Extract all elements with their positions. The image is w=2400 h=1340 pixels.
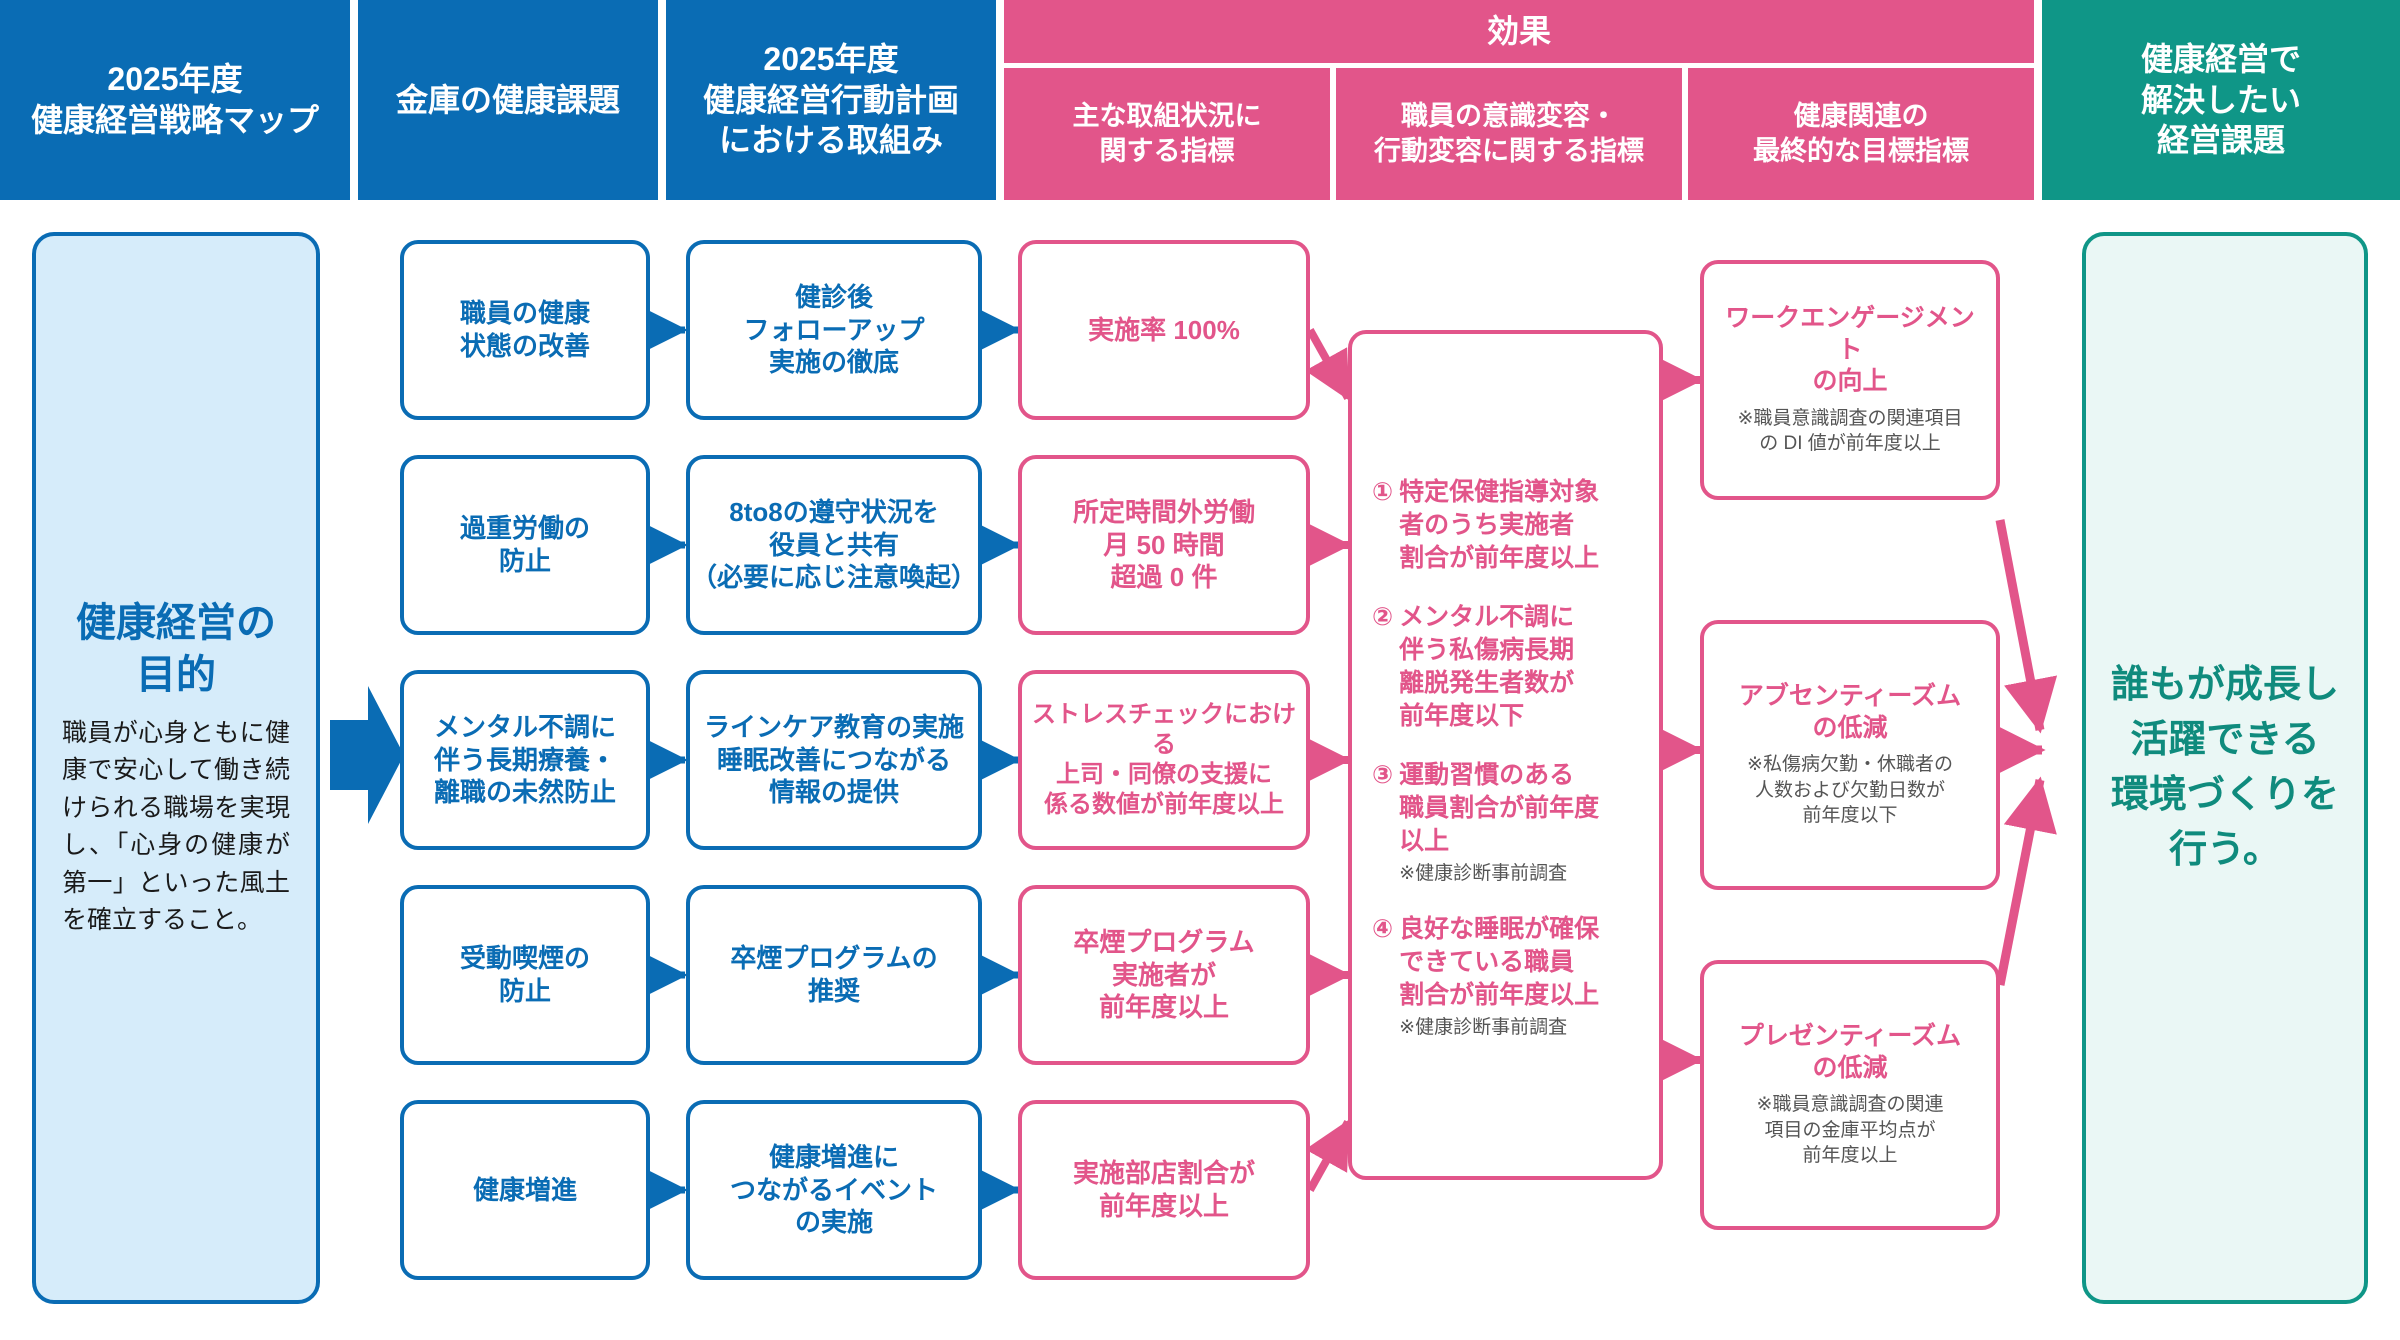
initiative-card-1[interactable]: 健診後 フォローアップ 実施の徹底 [686, 240, 982, 420]
behavior-indicator-number-3: ③ [1372, 761, 1394, 790]
purpose-title: 健康経営の 目的 [76, 600, 276, 697]
final-indicator-card-2[interactable]: アブセンティーズム の低減 ※私傷病欠勤・休職者の 人数および欠勤日数が 前年度… [1700, 620, 2000, 890]
health-issue-card-5[interactable]: 健康増進 [400, 1100, 650, 1280]
health-issue-card-2[interactable]: 過重労働の 防止 [400, 455, 650, 635]
status-indicator-card-5[interactable]: 実施部店割合が 前年度以上 [1018, 1100, 1310, 1280]
final-indicator-note-3: ※職員意識調査の関連 項目の金庫平均点が 前年度以上 [1756, 1094, 1944, 1167]
status-indicator-card-1[interactable]: 実施率 100% [1018, 240, 1310, 420]
behavior-indicator-number-2: ② [1372, 603, 1394, 632]
health-issue-card-1[interactable]: 職員の健康 状態の改善 [400, 240, 650, 420]
behavior-indicator-number-1: ① [1372, 478, 1394, 507]
purpose-to-issues-arrow [330, 680, 404, 830]
final-indicator-title-2: アブセンティーズム の低減 [1738, 682, 1962, 742]
initiative-card-5[interactable]: 健康増進に つながるイベント の実施 [686, 1100, 982, 1280]
final-indicator-note-1: ※職員意識調査の関連項目 の DI 値が前年度以上 [1737, 407, 1963, 455]
final-indicator-card-3[interactable]: プレゼンティーズム の低減 ※職員意識調査の関連 項目の金庫平均点が 前年度以上 [1700, 960, 2000, 1230]
health-issue-card-3[interactable]: メンタル不調に 伴う長期療養・ 離職の未然防止 [400, 670, 650, 850]
final-indicator-note-2: ※私傷病欠勤・休職者の 人数および欠勤日数が 前年度以下 [1747, 754, 1953, 827]
header-effects-group: 効果 [1004, 0, 2034, 63]
final-indicator-title-1: ワークエンゲージメント の向上 [1725, 304, 1975, 396]
header-health-issues: 金庫の健康課題 [358, 0, 658, 200]
initiative-card-2[interactable]: 8to8の遵守状況を 役員と共有 （必要に応じ注意喚起） [686, 455, 982, 635]
business-goal-card[interactable]: 誰もが成長し 活躍できる 環境づくりを 行う。 [2082, 232, 2368, 1304]
initiative-card-3[interactable]: ラインケア教育の実施 睡眠改善につながる 情報の提供 [686, 670, 982, 850]
status-indicator-card-3[interactable]: ストレスチェックにおける 上司・同僚の支援に 係る数値が前年度以上 [1018, 670, 1310, 850]
purpose-body: 職員が心身ともに健康で安心して働き続けられる職場を実現し、「心身の健康が第一」と… [62, 718, 290, 935]
initiative-card-4[interactable]: 卒煙プログラムの 推奨 [686, 885, 982, 1065]
behavior-indicator-text-1: 特定保健指導対象 者のうち実施者 割合が前年度以上 [1399, 478, 1600, 573]
final-indicator-card-1[interactable]: ワークエンゲージメント の向上 ※職員意識調査の関連項目 の DI 値が前年度以… [1700, 260, 2000, 500]
behavior-indicator-note-3: ※健康診断事前調査 [1399, 863, 1568, 885]
header-awareness-behavior-indicator: 職員の意識変容・ 行動変容に関する指標 [1336, 68, 1682, 200]
behavior-indicator-text-2: メンタル不調に 伴う私傷病長期 離脱発生者数が 前年度以下 [1399, 603, 1575, 731]
behavior-indicator-item-4: ④ 良好な睡眠が確保 できている職員 割合が前年度以上 ※健康診断事前調査 [1372, 913, 1641, 1040]
behavior-indicator-item-1: ① 特定保健指導対象 者のうち実施者 割合が前年度以上 [1372, 476, 1641, 575]
header-strategy-map: 2025年度 健康経営戦略マップ [0, 0, 350, 200]
header-business-goal: 健康経営で 解決したい 経営課題 [2042, 0, 2400, 200]
final-indicator-title-3: プレゼンティーズム の低減 [1738, 1022, 1962, 1082]
behavior-indicator-card[interactable]: ① 特定保健指導対象 者のうち実施者 割合が前年度以上 ② メンタル不調に 伴う… [1348, 330, 1663, 1180]
purpose-card: 健康経営の 目的 職員が心身ともに健康で安心して働き続けられる職場を実現し、「心… [32, 232, 320, 1304]
header-final-health-indicator: 健康関連の 最終的な目標指標 [1688, 68, 2034, 200]
behavior-indicator-text-4: 良好な睡眠が確保 できている職員 割合が前年度以上 [1399, 914, 1600, 1009]
status-indicator-card-2[interactable]: 所定時間外労働 月 50 時間 超過 0 件 [1018, 455, 1310, 635]
status-indicator-card-4[interactable]: 卒煙プログラム 実施者が 前年度以上 [1018, 885, 1310, 1065]
header-initiative-status-indicator: 主な取組状況に 関する指標 [1004, 68, 1330, 200]
behavior-indicator-number-4: ④ [1372, 914, 1394, 943]
behavior-indicator-item-2: ② メンタル不調に 伴う私傷病長期 離脱発生者数が 前年度以下 [1372, 601, 1641, 733]
behavior-indicator-item-3: ③ 運動習慣のある 職員割合が前年度 以上 ※健康診断事前調査 [1372, 759, 1641, 886]
behavior-indicator-text-3: 運動習慣のある 職員割合が前年度 以上 [1399, 761, 1600, 856]
health-issue-card-4[interactable]: 受動喫煙の 防止 [400, 885, 650, 1065]
header-action-plan: 2025年度 健康経営行動計画 における取組み [666, 0, 996, 200]
behavior-indicator-note-4: ※健康診断事前調査 [1399, 1016, 1568, 1038]
